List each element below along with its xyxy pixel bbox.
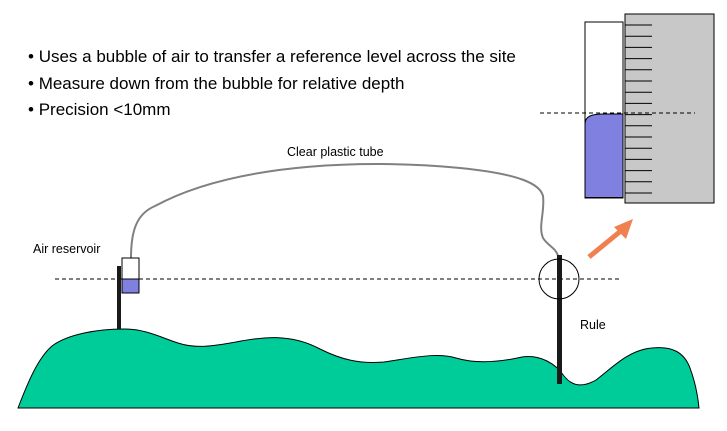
zoom-arrow-head [614, 219, 633, 239]
ground-terrain [17, 328, 700, 409]
bullet-list: Uses a bubble of air to transfer a refer… [28, 44, 516, 124]
tube-label: Clear plastic tube [287, 145, 384, 159]
zoom-arrow-shaft [587, 228, 624, 259]
reservoir-liquid [122, 279, 139, 293]
bullet-item: Uses a bubble of air to transfer a refer… [28, 44, 516, 71]
rule-label: Rule [580, 318, 606, 332]
reservoir-post [117, 266, 121, 329]
rule-panel [624, 13, 715, 204]
magnifier-circle [538, 258, 580, 300]
rule-ticks [625, 24, 652, 194]
zoomed-liquid [584, 113, 624, 198]
bullet-item: Measure down from the bubble for relativ… [28, 71, 516, 98]
rule-staff [557, 255, 562, 384]
clear-plastic-tube [130, 162, 559, 259]
reservoir-label: Air reservoir [33, 242, 101, 256]
bullet-item: Precision <10mm [28, 97, 516, 124]
